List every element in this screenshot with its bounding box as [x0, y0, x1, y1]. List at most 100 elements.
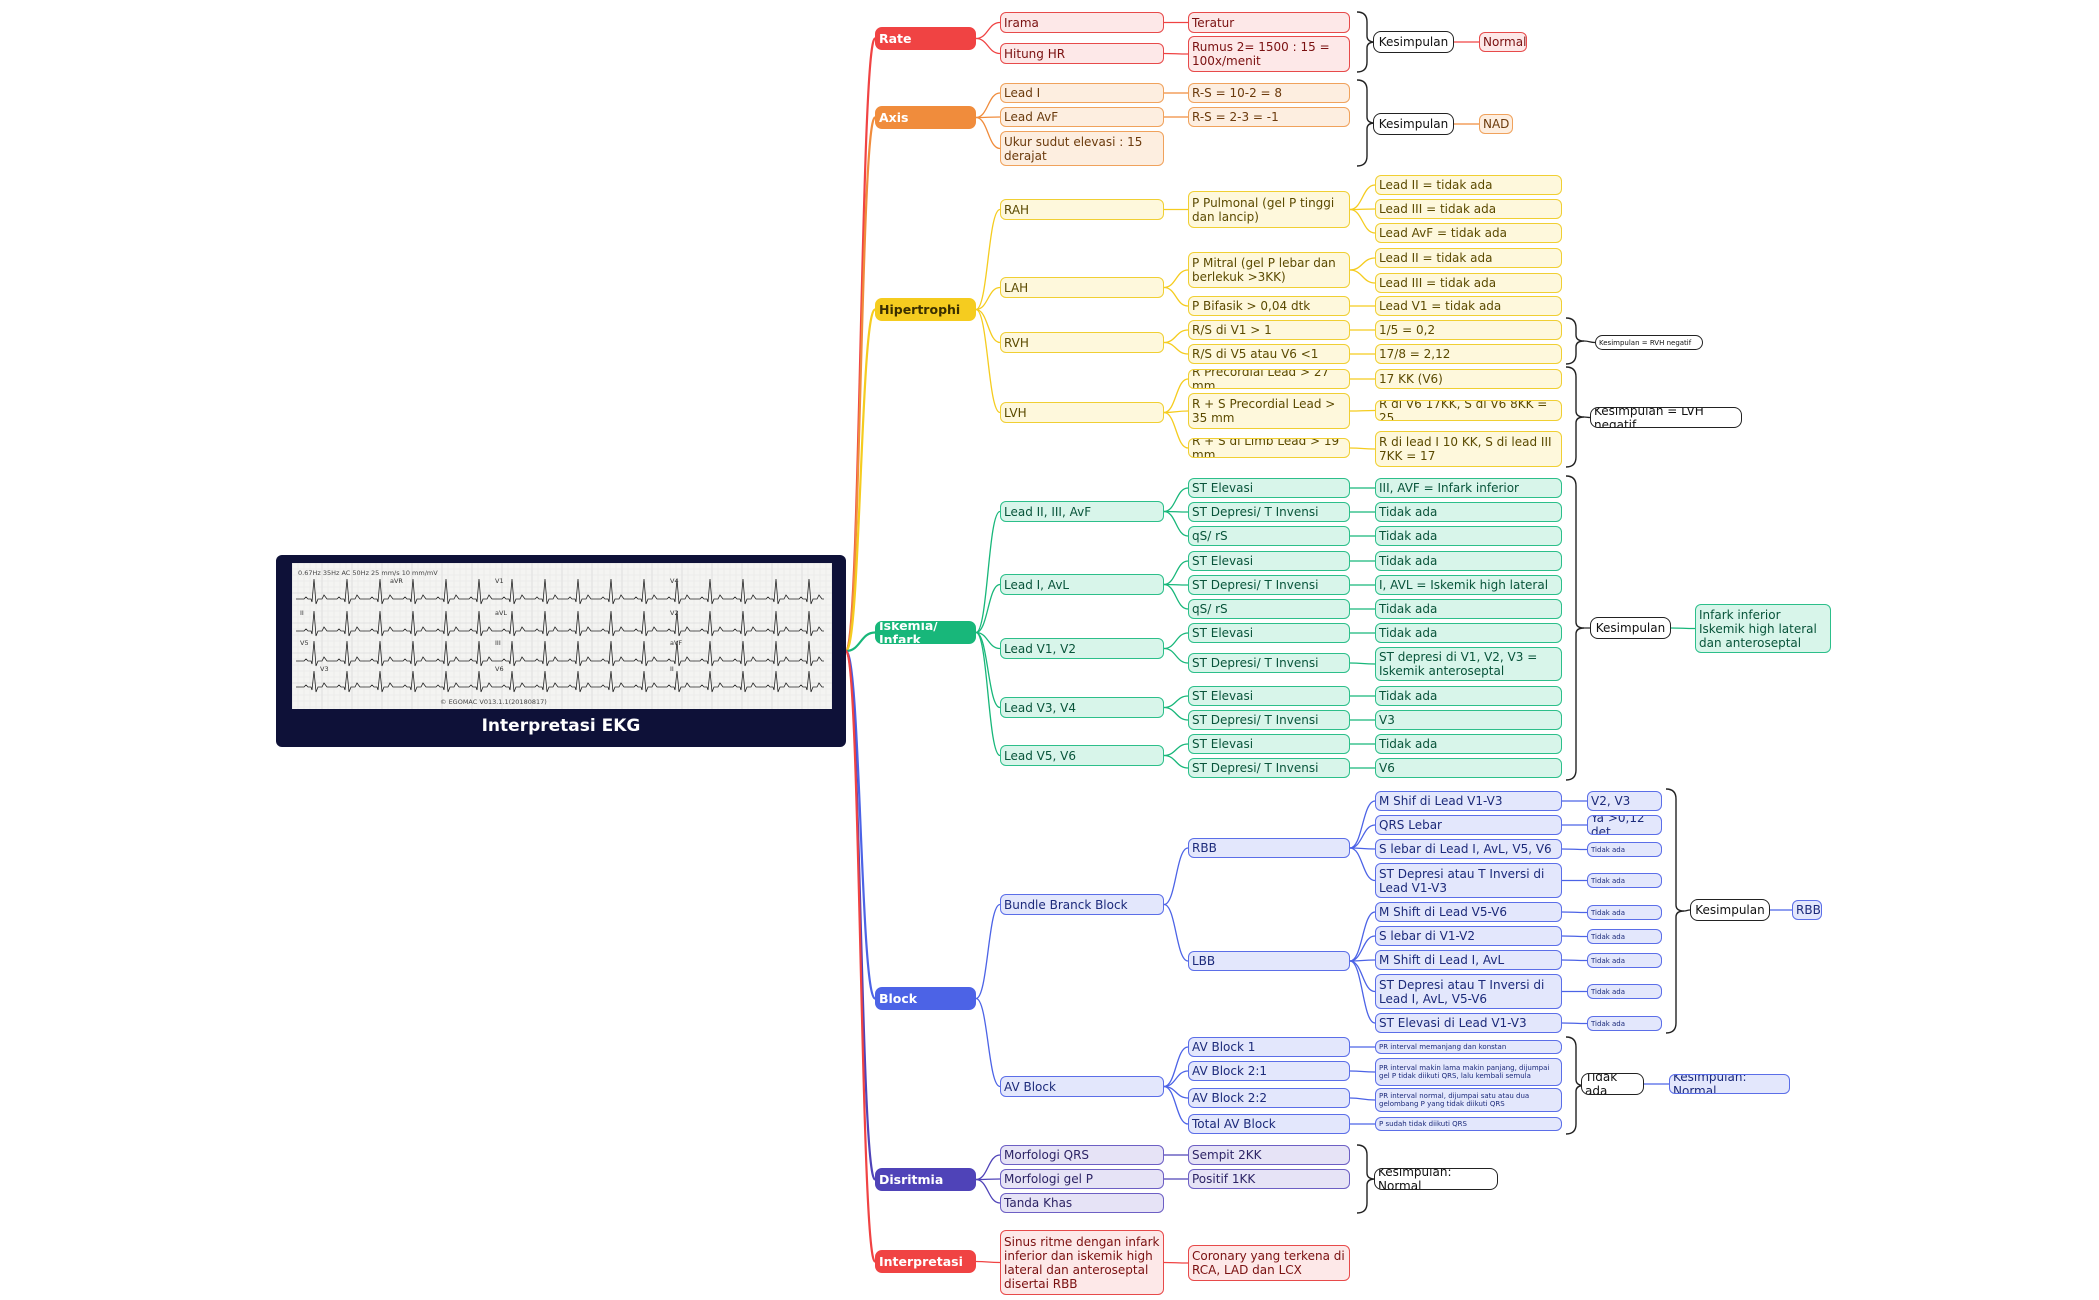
block-lbb-5-value[interactable]: Tidak ada: [1587, 1016, 1662, 1031]
isk-g3[interactable]: Lead V1, V2: [1000, 638, 1164, 659]
root-node[interactable]: 0.67Hz 35Hz AC 50Hz 25 mm/s 10 mm/mV© EG…: [276, 555, 846, 747]
isk-g5-a[interactable]: ST Elevasi: [1188, 734, 1350, 754]
block-lbb-5[interactable]: ST Elevasi di Lead V1-V3: [1375, 1013, 1562, 1033]
hip-lah-p-bifasik[interactable]: P Bifasik > 0,04 dtk: [1188, 296, 1350, 316]
hip-rvh-kesimpulan[interactable]: Kesimpulan = RVH negatif: [1595, 335, 1703, 350]
dis-qrs[interactable]: Morfologi QRS: [1000, 1145, 1164, 1165]
block-bbb[interactable]: Bundle Branck Block: [1000, 894, 1164, 915]
interp-coronary[interactable]: Coronary yang terkena di RCA, LAD dan LC…: [1188, 1245, 1350, 1281]
branch-block[interactable]: Block: [875, 987, 976, 1010]
isk-g3-a[interactable]: ST Elevasi: [1188, 623, 1350, 643]
isk-g1-cv[interactable]: Tidak ada: [1375, 526, 1562, 546]
block-av-1-desc[interactable]: PR interval memanjang dan konstan: [1375, 1040, 1562, 1054]
branch-axis[interactable]: Axis: [875, 106, 976, 129]
block-lbb-4-value[interactable]: Tidak ada: [1587, 984, 1662, 999]
block-av-4[interactable]: Total AV Block: [1188, 1114, 1350, 1134]
rate-hitung[interactable]: Hitung HR: [1000, 43, 1164, 64]
hip-rvh-c2[interactable]: R/S di V5 atau V6 <1: [1188, 344, 1350, 364]
block-rbb[interactable]: RBB: [1188, 838, 1350, 858]
hip-lvh-v1[interactable]: 17 KK (V6): [1375, 369, 1562, 389]
hip-rah[interactable]: RAH: [1000, 199, 1164, 220]
hip-lah[interactable]: LAH: [1000, 277, 1164, 298]
block-rbb-1[interactable]: M Shif di Lead V1-V3: [1375, 791, 1562, 811]
block-rbb-2-value[interactable]: Ya >0,12 det: [1587, 815, 1662, 835]
block-rbb-3[interactable]: S lebar di Lead I, AvL, V5, V6: [1375, 839, 1562, 859]
block-av-3-desc[interactable]: PR interval normal, dijumpai satu atau d…: [1375, 1088, 1562, 1112]
block-lbb-3-value[interactable]: Tidak ada: [1587, 953, 1662, 968]
hip-lah-p-mitral[interactable]: P Mitral (gel P lebar dan berlekuk >3KK): [1188, 252, 1350, 288]
block-kesimpulan[interactable]: Kesimpulan: [1690, 899, 1770, 921]
isk-result[interactable]: Infark inferior Iskemik high lateral dan…: [1695, 604, 1831, 653]
isk-g1[interactable]: Lead II, III, AvF: [1000, 501, 1164, 522]
isk-g3-b[interactable]: ST Depresi/ T Invensi: [1188, 653, 1350, 673]
rate-kesimpulan[interactable]: Kesimpulan: [1373, 31, 1454, 53]
hip-rvh[interactable]: RVH: [1000, 332, 1164, 353]
block-rbb-4[interactable]: ST Depresi atau T Inversi di Lead V1-V3: [1375, 863, 1562, 898]
block-rbb-4-value[interactable]: Tidak ada: [1587, 873, 1662, 888]
isk-g5-b[interactable]: ST Depresi/ T Invensi: [1188, 758, 1350, 778]
branch-rate[interactable]: Rate: [875, 27, 976, 50]
isk-g2-c[interactable]: qS/ rS: [1188, 599, 1350, 619]
block-av[interactable]: AV Block: [1000, 1076, 1164, 1097]
block-lbb-2[interactable]: S lebar di V1-V2: [1375, 926, 1562, 946]
block-lbb-1[interactable]: M Shift di Lead V5-V6: [1375, 902, 1562, 922]
isk-g4-a[interactable]: ST Elevasi: [1188, 686, 1350, 706]
isk-g5-av[interactable]: Tidak ada: [1375, 734, 1562, 754]
axis-result[interactable]: NAD: [1479, 114, 1513, 134]
isk-g4[interactable]: Lead V3, V4: [1000, 697, 1164, 718]
block-rbb-1-value[interactable]: V2, V3: [1587, 791, 1662, 811]
isk-g4-b[interactable]: ST Depresi/ T Invensi: [1188, 710, 1350, 730]
rate-irama[interactable]: Irama: [1000, 12, 1164, 33]
isk-kesimpulan[interactable]: Kesimpulan: [1590, 617, 1671, 639]
axis-sudut[interactable]: Ukur sudut elevasi : 15 derajat: [1000, 131, 1164, 166]
block-lbb-3[interactable]: M Shift di Lead I, AvL: [1375, 950, 1562, 970]
axis-lead-i-value[interactable]: R-S = 10-2 = 8: [1188, 83, 1350, 103]
axis-lead-avf[interactable]: Lead AvF: [1000, 107, 1164, 127]
isk-g5-bv[interactable]: V6: [1375, 758, 1562, 778]
block-lbb-4[interactable]: ST Depresi atau T Inversi di Lead I, AvL…: [1375, 974, 1562, 1009]
hip-lvh-v2[interactable]: R di V6 17KK, S di V6 8KK = 25: [1375, 400, 1562, 421]
block-result[interactable]: RBB: [1792, 900, 1822, 920]
block-lbb-2-value[interactable]: Tidak ada: [1587, 929, 1662, 944]
block-lbb-1-value[interactable]: Tidak ada: [1587, 905, 1662, 920]
dis-gelp-value[interactable]: Positif 1KK: [1188, 1169, 1350, 1189]
isk-g1-b[interactable]: ST Depresi/ T Invensi: [1188, 502, 1350, 522]
axis-lead-avf-value[interactable]: R-S = 2-3 = -1: [1188, 107, 1350, 127]
isk-g4-bv[interactable]: V3: [1375, 710, 1562, 730]
block-av-result[interactable]: Kesimpulan: Normal: [1669, 1074, 1790, 1094]
branch-interpretasi[interactable]: Interpretasi: [875, 1250, 976, 1273]
hip-lvh-v3[interactable]: R di lead I 10 KK, S di lead III 7KK = 1…: [1375, 431, 1562, 467]
dis-gelp[interactable]: Morfologi gel P: [1000, 1169, 1164, 1189]
hip-rah-lead-iii[interactable]: Lead III = tidak ada: [1375, 199, 1562, 219]
rate-hitung-value[interactable]: Rumus 2= 1500 : 15 = 100x/menit: [1188, 36, 1350, 72]
axis-kesimpulan[interactable]: Kesimpulan: [1373, 113, 1454, 135]
branch-iskemia[interactable]: Iskemia/ Infark: [875, 621, 976, 644]
block-av-1[interactable]: AV Block 1: [1188, 1037, 1350, 1057]
rate-irama-value[interactable]: Teratur: [1188, 12, 1350, 33]
dis-result[interactable]: Kesimpulan: Normal: [1374, 1168, 1498, 1190]
isk-g3-av[interactable]: Tidak ada: [1375, 623, 1562, 643]
dis-tanda[interactable]: Tanda Khas: [1000, 1193, 1164, 1213]
hip-rah-p-pulmonal[interactable]: P Pulmonal (gel P tinggi dan lancip): [1188, 191, 1350, 228]
block-lbb[interactable]: LBB: [1188, 951, 1350, 971]
branch-disritmia[interactable]: Disritmia: [875, 1168, 976, 1191]
isk-g2-b[interactable]: ST Depresi/ T Invensi: [1188, 575, 1350, 595]
block-av-tidak[interactable]: Tidak ada: [1581, 1073, 1644, 1095]
isk-g2-a[interactable]: ST Elevasi: [1188, 551, 1350, 571]
hip-lah-lead-iii[interactable]: Lead III = tidak ada: [1375, 273, 1562, 293]
isk-g5[interactable]: Lead V5, V6: [1000, 745, 1164, 766]
block-rbb-2[interactable]: QRS Lebar: [1375, 815, 1562, 835]
hip-lah-lead-v1[interactable]: Lead V1 = tidak ada: [1375, 296, 1562, 316]
hip-lah-lead-ii[interactable]: Lead II = tidak ada: [1375, 248, 1562, 268]
block-av-3[interactable]: AV Block 2:2: [1188, 1088, 1350, 1108]
hip-lvh-c1[interactable]: R Precordial Lead > 27 mm: [1188, 369, 1350, 389]
isk-g1-c[interactable]: qS/ rS: [1188, 526, 1350, 546]
block-rbb-3-value[interactable]: Tidak ada: [1587, 842, 1662, 857]
hip-rvh-c1[interactable]: R/S di V1 > 1: [1188, 320, 1350, 340]
hip-lvh-c2[interactable]: R + S Precordial Lead > 35 mm: [1188, 393, 1350, 429]
hip-rvh-v2[interactable]: 17/8 = 2,12: [1375, 344, 1562, 364]
hip-rah-lead-avf[interactable]: Lead AvF = tidak ada: [1375, 223, 1562, 243]
hip-lvh-c3[interactable]: R + S di Limb Lead > 19 mm: [1188, 438, 1350, 458]
block-av-2-desc[interactable]: PR interval makin lama makin panjang, di…: [1375, 1058, 1562, 1086]
branch-hipertrophi[interactable]: Hipertrophi: [875, 298, 976, 321]
